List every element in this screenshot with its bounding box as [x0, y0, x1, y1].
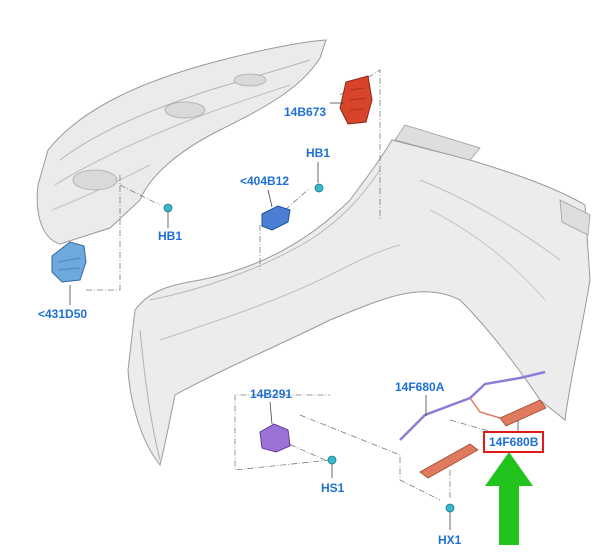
label-hx1: HX1 — [438, 533, 462, 547]
label-431d50: <431D50 — [38, 307, 88, 321]
label-14b673: 14B673 — [284, 105, 327, 119]
green-arrow-icon — [485, 452, 533, 545]
part-14b291-shape — [259, 401, 291, 453]
part-14f680a-shape — [399, 370, 546, 441]
label-14f680a: 14F680A — [395, 380, 445, 394]
part-404b12-shape — [261, 189, 291, 231]
upper-reinforcement-panel — [36, 39, 327, 245]
label-hb1-top: HB1 — [306, 146, 331, 160]
label-404b12: <404B12 — [240, 174, 290, 188]
part-hb1-top-shape — [314, 162, 324, 193]
label-14f680b-highlighted: 14F680B — [483, 431, 545, 453]
part-hb1-left-shape — [163, 203, 173, 228]
part-431d50-shape — [51, 241, 87, 305]
label-hs1: HS1 — [321, 481, 345, 495]
part-14f680b-shape — [419, 399, 547, 479]
part-hs1-shape — [327, 455, 337, 478]
part-hx1-shape — [445, 503, 455, 530]
part-14b673-shape — [330, 75, 373, 125]
label-14b291: 14B291 — [250, 387, 293, 401]
label-hb1-left: HB1 — [158, 229, 183, 243]
bumper-cover — [127, 124, 591, 467]
